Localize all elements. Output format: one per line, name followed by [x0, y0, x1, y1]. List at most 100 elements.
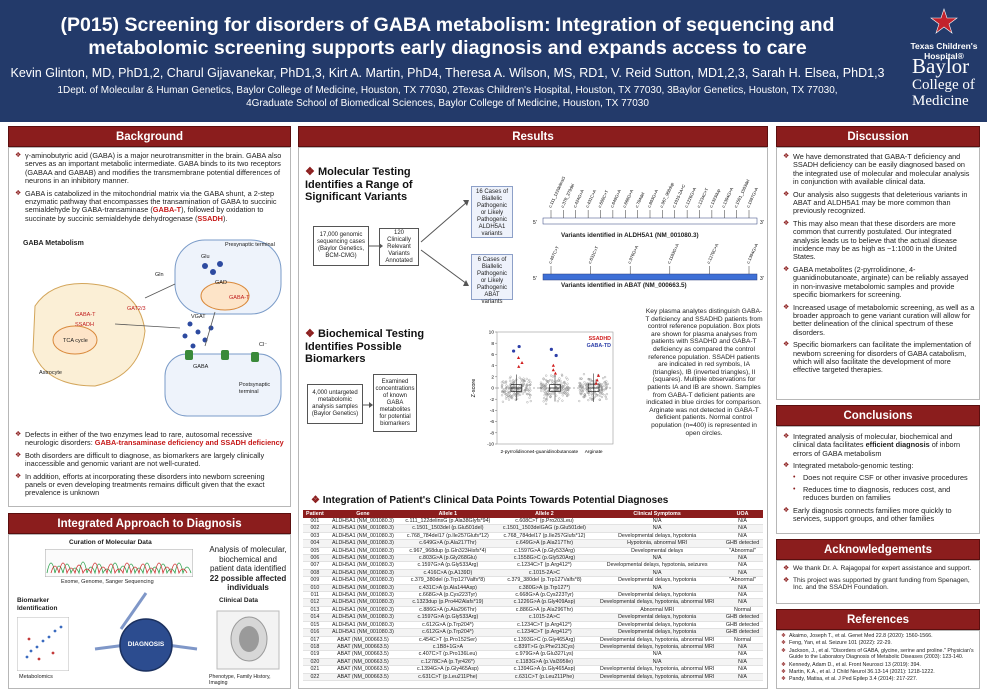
table-cell: Developmental delays, hypotonia: [592, 628, 723, 637]
baylor-logo-line-3: Medicine: [912, 93, 969, 109]
control-point: [501, 400, 504, 403]
box-abat-cases: 6 Cases of Biallelic Pathogenic or Likel…: [471, 254, 513, 305]
table-cell: ALDH5A1 (NM_001080.3): [326, 532, 400, 541]
control-point: [548, 378, 552, 382]
table-cell: c.608C>T (p.Pro203Leu): [496, 518, 593, 526]
background-bullet-5: In addition, efforts at incorporating th…: [15, 472, 285, 498]
table-cell: c.1558G>C (p.Gly520Arg): [496, 554, 593, 563]
y-tick-label: 10: [489, 330, 495, 336]
table-header-cell: Gene: [326, 510, 400, 518]
control-point: [522, 380, 525, 383]
table-cell: ALDH5A1 (NM_001080.3): [326, 613, 400, 622]
conclusion-2b: Reduces time to diagnosis, reduces cost,…: [793, 485, 975, 503]
table-cell: 008: [303, 569, 327, 578]
control-point: [553, 392, 556, 395]
diagnosis-hub-diagram: [94, 592, 198, 672]
table-cell: c.1B8+1G>A: [399, 643, 497, 652]
table-cell: N/A: [722, 518, 763, 526]
table-header-cell: Allele 1: [399, 510, 497, 518]
control-point: [567, 388, 570, 391]
control-point: [505, 395, 508, 398]
control-point: [563, 391, 566, 394]
control-point: [526, 401, 529, 404]
background-bullet-2-post: ).: [222, 213, 228, 223]
control-point: [564, 392, 567, 395]
box-genomic-cases: 17,000 genomic sequencing cases (Baylor …: [313, 226, 369, 266]
control-point: [525, 384, 528, 387]
conclusion-1-pre: Integrated analysis of molecular, bioche…: [793, 432, 953, 450]
table-cell: 013: [303, 606, 327, 615]
flow-arrow-biochemical: [363, 402, 373, 408]
control-point: [540, 389, 543, 393]
table-cell: c.1394G>A (p.Gly465Asp): [496, 665, 593, 674]
control-point: [509, 379, 512, 383]
variant-label: c.1323dup: [708, 188, 721, 209]
background-bullet-2-mid: ), followed by oxidation to succinate by…: [25, 205, 264, 223]
discussion-item: We have demonstrated that GABA-T deficie…: [783, 152, 975, 187]
diagnosis-circle: [119, 618, 173, 672]
y-tick-label: -10: [487, 442, 494, 448]
control-point: [560, 373, 564, 376]
background-bullet-3: Defects in either of the two enzymes lea…: [15, 430, 285, 448]
control-point: [602, 377, 605, 380]
table-cell: c.1234C>T (p.Arg412*): [496, 621, 593, 630]
control-point: [529, 393, 532, 397]
table-cell: Developmental delays, hypotonia, seizure…: [592, 561, 723, 570]
variant-label: c.1183G>A: [666, 243, 680, 265]
control-point: [567, 387, 570, 390]
clinical-data-label: Clinical Data: [219, 597, 259, 604]
table-cell: 020: [303, 658, 327, 667]
table-cell: 012: [303, 598, 327, 607]
legend-ssadhd: SSADHD: [589, 336, 612, 342]
table-cell: c.1278C>A (p.Tyr426*): [399, 658, 497, 667]
table-cell: ALDH5A1 (NM_001080.3): [326, 598, 400, 607]
control-point: [604, 387, 607, 390]
curation-sublabel: Exome, Genome, Sanger Sequencing: [61, 579, 154, 585]
control-point: [590, 392, 593, 395]
table-cell: c.839T>G (p.Phe213Cys): [496, 643, 593, 652]
variant-label: c.1278C>A: [706, 243, 720, 265]
control-point: [546, 393, 550, 396]
control-point: [500, 381, 503, 384]
control-point: [598, 385, 601, 388]
control-point: [508, 388, 511, 391]
control-point: [504, 381, 508, 384]
diagram-label-gaba-t-pre: GABA-T: [229, 295, 250, 301]
y-tick-label: 8: [491, 341, 494, 347]
control-point: [513, 381, 516, 385]
control-point: [529, 389, 532, 392]
control-point: [508, 395, 511, 398]
table-cell: 015: [303, 621, 327, 630]
control-point: [525, 392, 528, 395]
control-point: [523, 388, 526, 391]
control-point: [566, 392, 569, 395]
conclusions-heading: Conclusions: [776, 405, 980, 426]
table-cell: c.407C>T (p.Pro136Leu): [399, 650, 497, 659]
texas-childrens-logo: Texas Children's Hospital®: [905, 8, 983, 61]
control-point: [556, 400, 559, 403]
control-point: [561, 394, 564, 397]
svg-text:terminal: terminal: [239, 389, 259, 395]
table-cell: N/A: [722, 643, 763, 652]
table-cell: c.1323dup (p.Pro442Alafs*19): [399, 598, 497, 607]
box-untargeted-samples: 4,000 untargeted metabolomic analysis sa…: [307, 384, 363, 424]
molecular-title-text: Molecular Testing Identifies a Range of …: [305, 166, 413, 203]
table-cell: c.1501_1503delGAG (p.Glu501del): [496, 524, 593, 533]
background-list-top: γ-aminobutyric acid (GABA) is a major ne…: [15, 151, 285, 227]
control-point: [500, 384, 504, 387]
diagram-label-gat: GAT2/3: [127, 306, 146, 312]
y-tick-label: -4: [490, 408, 495, 414]
control-point: [566, 382, 569, 385]
conclusion-2a: Does not require CSF or other invasive p…: [793, 473, 975, 483]
variant-label: c.784del: [634, 192, 645, 209]
table-cell: Developmental delays, hypotonia, abnorma…: [592, 673, 723, 681]
control-point: [528, 396, 531, 399]
control-point: [504, 397, 508, 400]
gaba-t-term: GABA-T: [152, 205, 182, 215]
control-point: [502, 381, 506, 384]
control-point: [601, 392, 604, 395]
control-point: [579, 391, 582, 394]
